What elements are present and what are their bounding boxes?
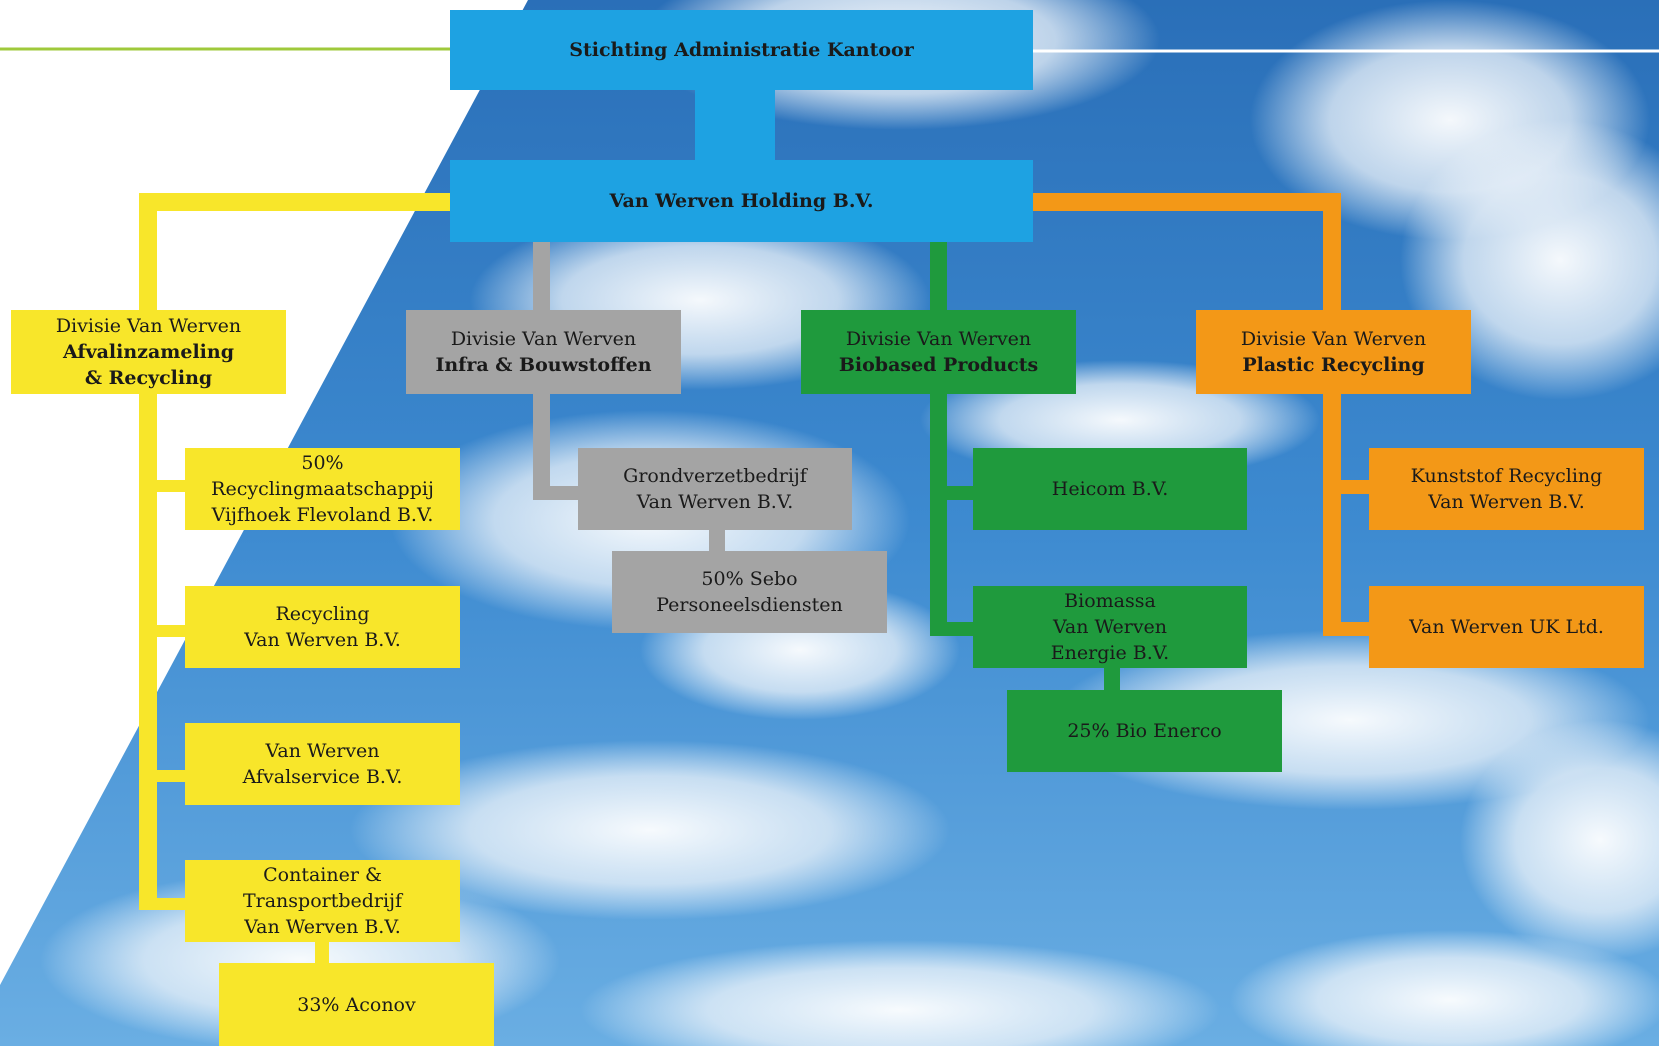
afvalservice-line1: Van Werven: [265, 740, 380, 762]
vijfhoek-line2: Recyclingmaatschappij: [211, 478, 434, 500]
connector-container-aconov: [315, 940, 329, 966]
vijfhoek-line1: 50%: [301, 452, 344, 474]
node-biomassa: Biomassa Van Werven Energie B.V.: [973, 586, 1247, 668]
node-heicom: Heicom B.V.: [973, 448, 1247, 530]
connector-green-vertical: [930, 240, 947, 636]
sebo-line1: 50% Sebo: [701, 568, 798, 590]
kunststof-line2: Van Werven B.V.: [1428, 491, 1585, 513]
division-infra-line1: Divisie Van Werven: [450, 328, 637, 350]
node-stichting: Stichting Administratie Kantoor: [450, 10, 1033, 90]
vijfhoek-line3: Vijfhoek Flevoland B.V.: [211, 504, 434, 526]
connector-green-tick-2: [930, 622, 977, 636]
node-vijfhoek: 50% Recyclingmaatschappij Vijfhoek Flevo…: [185, 448, 460, 530]
division-afval-line1: Divisie Van Werven: [55, 315, 242, 337]
connector-grey-horizontal: [533, 486, 578, 500]
division-plastic-line2: Plastic Recycling: [1242, 354, 1425, 376]
connector-orange-tick-1: [1341, 480, 1371, 494]
node-recycling: Recycling Van Werven B.V.: [185, 586, 460, 668]
node-division-biobased: Divisie Van Werven Biobased Products: [801, 310, 1076, 394]
recycling-line2: Van Werven B.V.: [244, 629, 401, 651]
biomassa-line2: Van Werven: [1052, 616, 1168, 638]
division-afval-line2: Afvalinzameling: [62, 341, 234, 363]
division-afval-line3: & Recycling: [84, 367, 213, 389]
node-bioenerco: 25% Bio Enerco: [1007, 690, 1282, 772]
node-aconov: 33% Aconov: [219, 963, 494, 1046]
grondverzet-line2: Van Werven B.V.: [636, 491, 794, 513]
node-kunststof: Kunststof Recycling Van Werven B.V.: [1369, 448, 1644, 530]
bioenerco-line1: 25% Bio Enerco: [1067, 720, 1222, 742]
connector-yellow-tick-1: [157, 480, 187, 492]
node-holding-label: Van Werven Holding B.V.: [609, 190, 874, 212]
container-line3: Van Werven B.V.: [244, 916, 401, 938]
connector-stichting-holding: [695, 90, 775, 162]
uk-line1: Van Werven UK Ltd.: [1409, 616, 1604, 638]
connector-orange-tick-2: [1341, 622, 1371, 636]
connector-orange-down: [1323, 390, 1341, 636]
node-grondverzet: Grondverzetbedrijf Van Werven B.V.: [578, 448, 852, 530]
node-sebo: 50% Sebo Personeelsdiensten: [612, 551, 887, 633]
container-line2: Transportbedrijf: [242, 890, 403, 912]
node-container: Container & Transportbedrijf Van Werven …: [185, 860, 460, 942]
node-stichting-label: Stichting Administratie Kantoor: [569, 39, 914, 61]
biomassa-line1: Biomassa: [1064, 590, 1156, 612]
connector-grondverzet-sebo: [709, 528, 725, 554]
aconov-line1: 33% Aconov: [297, 993, 416, 1016]
connector-yellow-tick-4: [157, 898, 187, 910]
connector-yellow-tick-3: [157, 770, 187, 782]
division-plastic-line1: Divisie Van Werven: [1240, 328, 1427, 350]
connector-biomassa-bioenerco: [1104, 668, 1120, 694]
node-division-plastic: Divisie Van Werven Plastic Recycling: [1196, 310, 1471, 394]
connector-orange-horizontal: [1030, 193, 1341, 211]
node-uk: Van Werven UK Ltd.: [1369, 586, 1644, 668]
division-infra-line2: Infra & Bouwstoffen: [435, 354, 652, 376]
division-biobased-line1: Divisie Van Werven: [845, 328, 1032, 350]
connector-yellow-tick-2: [157, 625, 187, 637]
node-division-infra: Divisie Van Werven Infra & Bouwstoffen: [406, 310, 681, 394]
heicom-line1: Heicom B.V.: [1051, 478, 1169, 500]
connector-orange-vertical: [1323, 193, 1341, 311]
recycling-line1: Recycling: [275, 603, 370, 625]
connector-green-tick-1: [947, 486, 977, 500]
afvalservice-line2: Afvalservice B.V.: [242, 766, 403, 788]
node-division-afval: Divisie Van Werven Afvalinzameling & Rec…: [11, 310, 286, 394]
node-holding: Van Werven Holding B.V.: [450, 160, 1033, 242]
container-line1: Container &: [263, 864, 382, 886]
connector-yellow-vertical: [139, 193, 157, 910]
division-biobased-line2: Biobased Products: [838, 354, 1039, 376]
grondverzet-line1: Grondverzetbedrijf: [623, 465, 807, 487]
sebo-line2: Personeelsdiensten: [656, 594, 843, 616]
node-afvalservice: Van Werven Afvalservice B.V.: [185, 723, 460, 805]
kunststof-line1: Kunststof Recycling: [1410, 465, 1603, 487]
connector-yellow-horizontal: [139, 193, 452, 211]
biomassa-line3: Energie B.V.: [1050, 642, 1170, 664]
